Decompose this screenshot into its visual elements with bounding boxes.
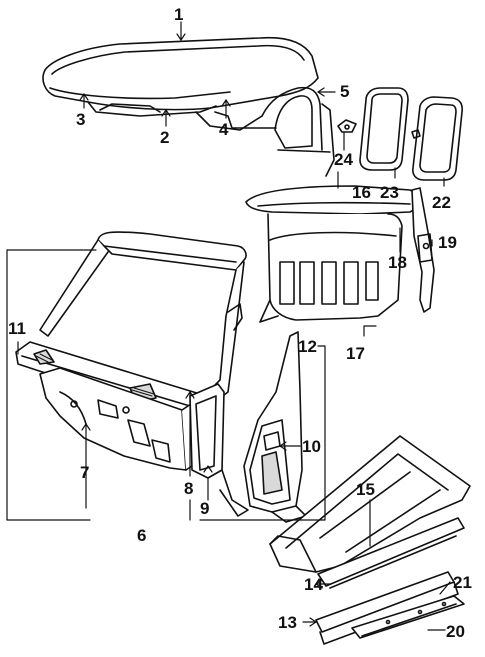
callout-11: 11 [8,319,26,338]
callout-4: 4 [219,120,229,139]
callout-14: 14 [304,575,323,594]
rear-window-glass [411,96,463,181]
rear-corner-pillar [411,187,435,313]
callout-10: 10 [302,437,321,456]
rear-window-seal [359,87,409,171]
callout-8: 8 [184,479,193,498]
callout-7: 7 [80,463,89,482]
callout-22: 22 [432,193,451,212]
callout-1: 1 [174,5,183,24]
callout-17: 17 [346,344,365,363]
front-pillar [189,383,249,517]
windshield-frame [39,231,247,405]
scuff-plate [351,595,465,639]
callout-21: 21 [453,573,472,592]
callout-23: 23 [380,183,399,202]
window-latch [337,119,357,133]
callout-15: 15 [356,480,375,499]
callout-12: 12 [298,337,317,356]
callout-20: 20 [446,622,465,641]
callout-3: 3 [76,110,85,129]
hinge-pillar [243,331,307,523]
back-panel [245,185,420,323]
callout-5: 5 [340,82,349,101]
callout-6: 6 [137,526,146,545]
callout-16: 16 [352,183,371,202]
leader-lines [6,21,451,631]
callout-19: 19 [438,233,457,252]
callout-24: 24 [334,150,353,169]
callout-13: 13 [278,613,297,632]
callout-18: 18 [388,253,407,272]
part-number-labels: 1 2 3 4 5 24 16 23 22 19 18 17 11 12 10 … [8,5,472,641]
callout-9: 9 [200,499,209,518]
roof-panel [42,36,335,177]
callout-2: 2 [160,128,169,147]
